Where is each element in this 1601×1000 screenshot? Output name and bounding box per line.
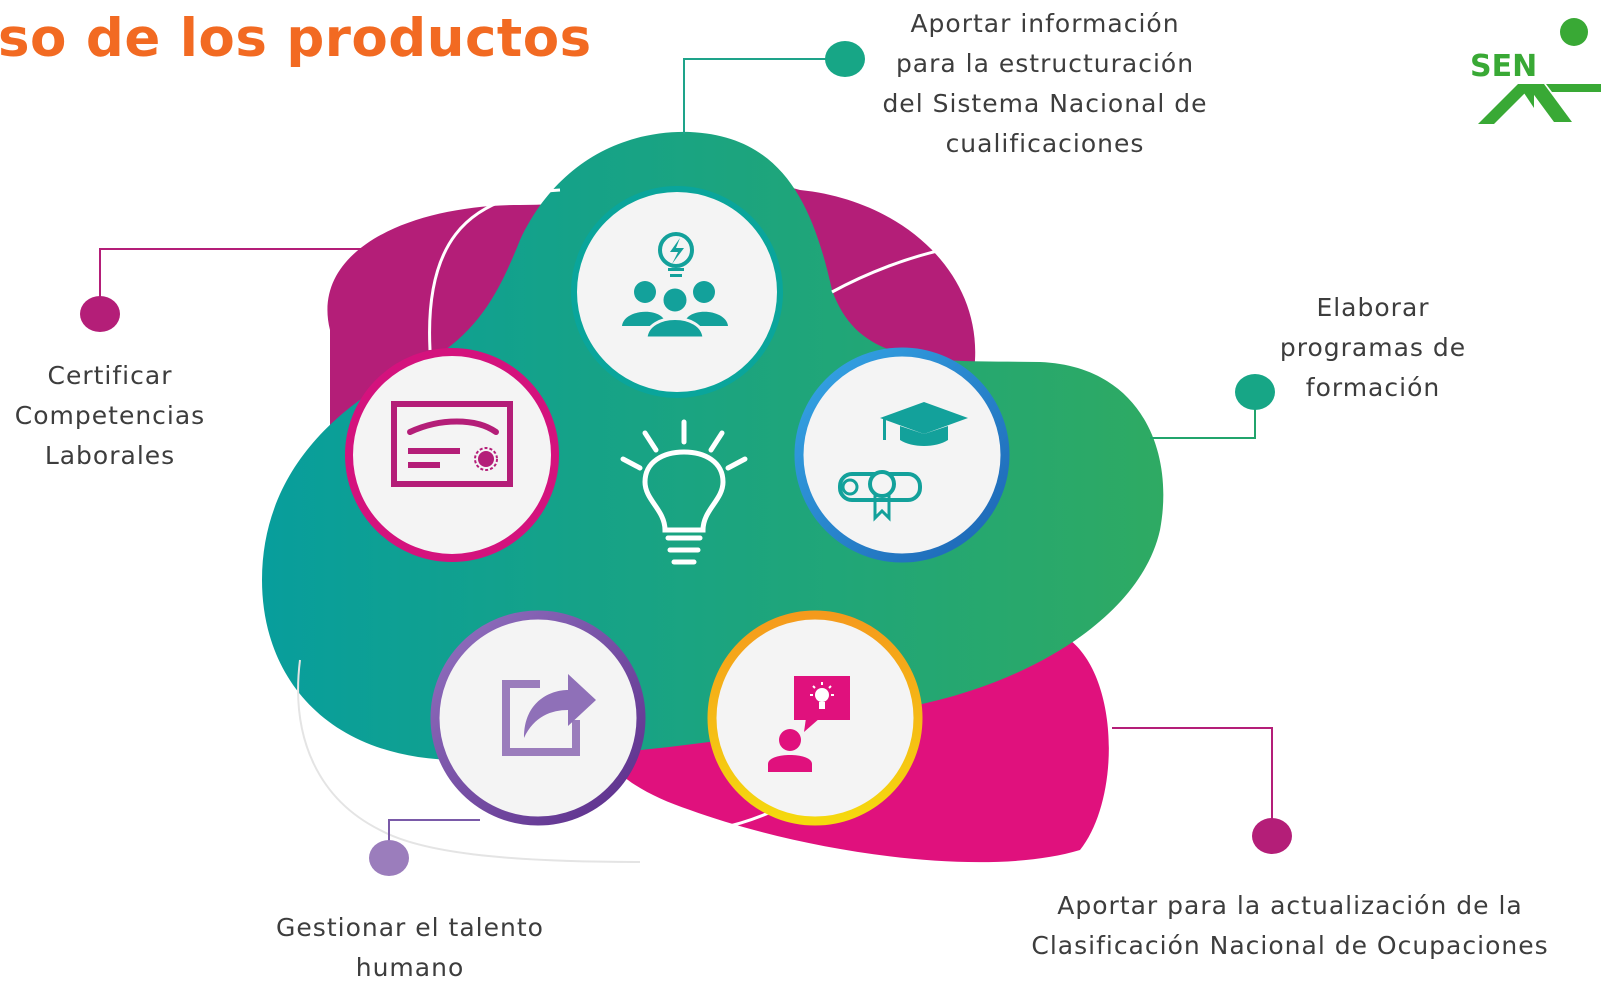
idea-team-node [571, 186, 783, 398]
label-clasificacion-ocupaciones: Aportar para la actualización de la Clas… [1031, 891, 1549, 960]
dot-bottom-right [1252, 818, 1292, 854]
connector-top [683, 58, 845, 134]
label-sistema-nacional: Aportar información para la estructuraci… [882, 9, 1208, 158]
dot-right [1235, 374, 1275, 410]
label-certificar-competencias: Certificar Competencias Laborales [14, 361, 206, 470]
certificate-node [345, 348, 559, 562]
faint-curve [297, 659, 641, 863]
connector-left [99, 248, 385, 314]
certificate-icon [391, 401, 513, 487]
education-node [794, 347, 1010, 563]
dot-top [825, 41, 865, 77]
label-talento-humano: Gestionar el talento humano [276, 913, 544, 982]
graduation-diploma-icon [838, 402, 968, 522]
white-curve [428, 188, 561, 351]
label-programas-formacion: Elaborar programas de formación [1279, 293, 1467, 402]
speaker-idea-icon [768, 676, 850, 772]
white-curve [831, 239, 1115, 361]
lightbulb-icon [620, 419, 748, 565]
occupations-node [707, 610, 923, 826]
page-title: so de los productos [0, 8, 592, 69]
dot-bottom-left [369, 840, 409, 876]
talent-node [430, 610, 646, 826]
sena-logo-text: SEN [1470, 49, 1537, 84]
idea-team-icon [622, 232, 728, 340]
sena-logo: SEN [1470, 18, 1601, 124]
dot-left [80, 296, 120, 332]
connector-bottom-right [1112, 727, 1273, 836]
share-icon [502, 674, 596, 756]
